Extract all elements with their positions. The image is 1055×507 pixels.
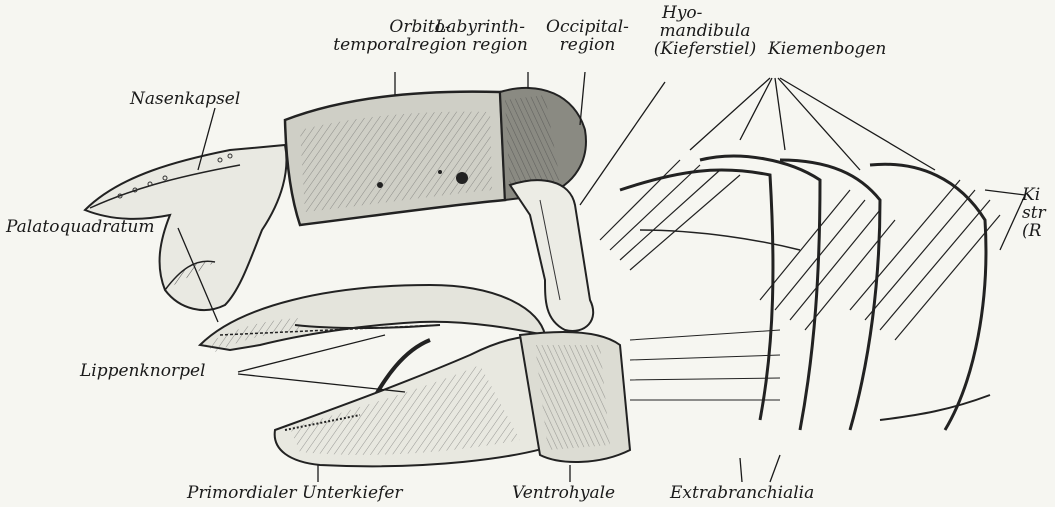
label-palatoquadratum: Palatoquadratum (6, 218, 154, 236)
label-kiemenstrahlen-cut: Ki str (R (1022, 186, 1055, 240)
label-nasenkapsel: Nasenkapsel (130, 90, 240, 108)
label-kiemen-line3: (R (1022, 222, 1055, 240)
label-extrabranchialia: Extrabranchialia (670, 484, 814, 502)
label-hyomandibula: Hyo- mandibula (Kieferstiel) (640, 4, 770, 58)
label-lippenknorpel: Lippenknorpel (80, 362, 206, 380)
label-kiemen-line1: Ki (1022, 186, 1055, 204)
label-ventrohyale-text: Ventrohyale (512, 484, 615, 502)
label-labyrinth-line1: Labyrinth- (420, 18, 540, 36)
label-kiemenbogen-text: Kiemenbogen (768, 40, 886, 58)
label-primordialer-unterkiefer: Primordialer Unterkiefer (187, 484, 403, 502)
label-nasenkapsel-text: Nasenkapsel (130, 90, 240, 108)
label-kiemenbogen: Kiemenbogen (768, 40, 886, 58)
label-labyrinth-line2: region (420, 36, 540, 54)
label-hyomandibula-line3: (Kieferstiel) (640, 40, 770, 58)
label-lippenknorpel-text: Lippenknorpel (80, 362, 206, 380)
label-extrabranchialia-text: Extrabranchialia (670, 484, 814, 502)
label-kiemen-line2: str (1022, 204, 1055, 222)
label-primordialer-text: Primordialer Unterkiefer (187, 484, 403, 502)
label-occipital: Occipital- region (535, 18, 640, 54)
label-labyrinth: Labyrinth- region (420, 18, 540, 54)
gill-arches (600, 156, 1000, 430)
label-occipital-line1: Occipital- (535, 18, 640, 36)
palatoquadratum (200, 285, 545, 352)
label-hyomandibula-line2: mandibula (640, 22, 770, 40)
label-palatoquadratum-text: Palatoquadratum (6, 218, 154, 236)
orbitotemporal-region (285, 92, 505, 225)
label-hyomandibula-line1: Hyo- (640, 4, 770, 22)
label-ventrohyale: Ventrohyale (512, 484, 615, 502)
label-occipital-line2: region (535, 36, 640, 54)
